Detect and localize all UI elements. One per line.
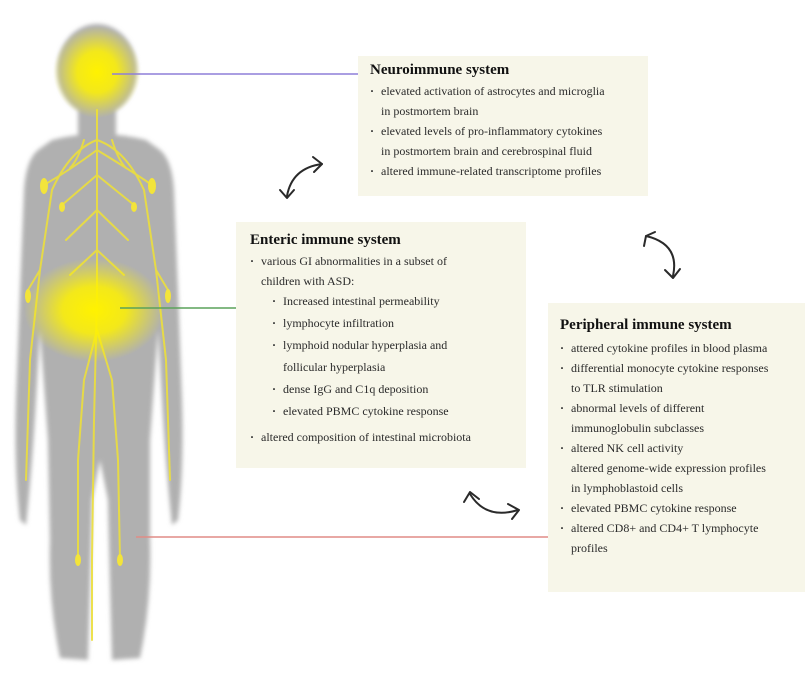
list-item: differential monocyte cytokine responses xyxy=(560,360,799,378)
list-item: altered composition of intestinal microb… xyxy=(250,429,518,447)
list-item: in lymphoblastoid cells xyxy=(560,480,799,498)
enteric-title: Enteric immune system xyxy=(250,232,518,249)
neuro-peripheral-arrow-icon xyxy=(644,232,680,278)
sub-list-item: elevated PBMC cytokine response xyxy=(272,403,518,421)
neuro-enteric-arrow-icon xyxy=(280,157,322,198)
enteric-panel: Enteric immune system various GI abnorma… xyxy=(236,222,526,468)
list-item: elevated PBMC cytokine response xyxy=(560,500,799,518)
list-item: attered cytokine profiles in blood plasm… xyxy=(560,340,799,358)
list-item: altered NK cell activity xyxy=(560,440,799,458)
list-item: abnormal levels of different xyxy=(560,400,799,418)
enteric-list-2: altered composition of intestinal microb… xyxy=(250,429,518,447)
sub-list-item: lymphoid nodular hyperplasia and xyxy=(272,337,518,355)
brain-glow xyxy=(53,26,141,118)
list-item: elevated activation of astrocytes and mi… xyxy=(370,83,640,101)
list-item: altered genome-wide expression profiles xyxy=(560,460,799,478)
sub-list-item: lymphocyte infiltration xyxy=(272,315,518,333)
gut-glow xyxy=(24,258,164,362)
list-item: to TLR stimulation xyxy=(560,380,799,398)
enteric-peripheral-arrow-icon xyxy=(464,492,519,519)
neuroimmune-title: Neuroimmune system xyxy=(370,62,640,79)
list-item: children with ASD: xyxy=(250,273,518,291)
peripheral-panel: Peripheral immune system attered cytokin… xyxy=(548,303,805,592)
sub-list-item: dense IgG and C1q deposition xyxy=(272,381,518,399)
list-item: in postmortem brain xyxy=(370,103,640,121)
list-item: altered CD8+ and CD4+ T lymphocyte xyxy=(560,520,799,538)
list-item: in postmortem brain and cerebrospinal fl… xyxy=(370,143,640,161)
neuroimmune-list: elevated activation of astrocytes and mi… xyxy=(370,83,640,181)
list-item: profiles xyxy=(560,540,799,558)
list-item: immunoglobulin subclasses xyxy=(560,420,799,438)
list-item: altered immune-related transcriptome pro… xyxy=(370,163,640,181)
peripheral-list: attered cytokine profiles in blood plasm… xyxy=(560,340,799,558)
enteric-sublist: Increased intestinal permeability lympho… xyxy=(272,293,518,421)
sub-list-item: Increased intestinal permeability xyxy=(272,293,518,311)
list-item: elevated levels of pro-inflammatory cyto… xyxy=(370,123,640,141)
list-item: various GI abnormalities in a subset of xyxy=(250,253,518,271)
neuroimmune-panel: Neuroimmune system elevated activation o… xyxy=(358,56,648,196)
peripheral-title: Peripheral immune system xyxy=(560,317,799,334)
enteric-list: various GI abnormalities in a subset of … xyxy=(250,253,518,291)
sub-list-item: follicular hyperplasia xyxy=(272,359,518,377)
